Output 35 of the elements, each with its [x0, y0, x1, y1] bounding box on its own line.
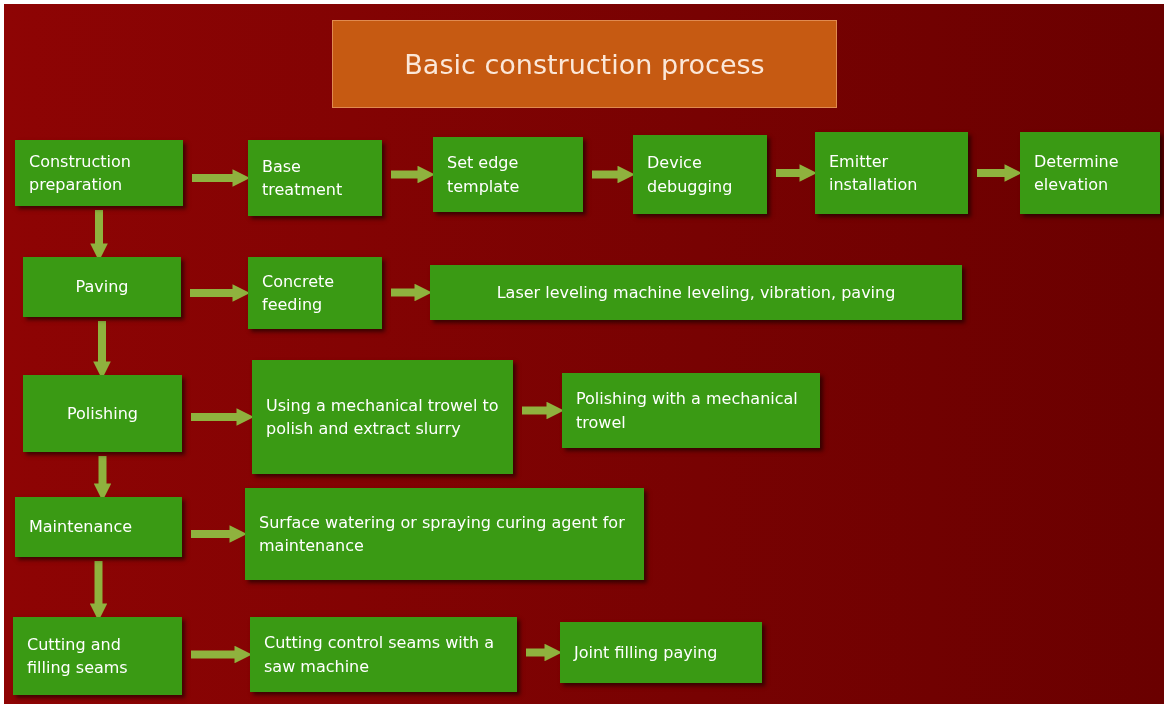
- process-box: [433, 137, 583, 212]
- box-label: Concrete feeding: [262, 270, 336, 316]
- process-box: [15, 497, 182, 557]
- process-box: [245, 488, 644, 580]
- box-label: Maintenance: [29, 516, 133, 539]
- box-label: Construction preparation: [29, 150, 132, 196]
- process-box: [13, 617, 182, 695]
- process-box: [430, 265, 962, 320]
- box-label: Cutting and filling seams: [27, 633, 129, 679]
- process-box: [15, 140, 183, 206]
- box-label: Determine elevation: [1034, 150, 1120, 196]
- process-box: [1020, 132, 1160, 214]
- process-box: [560, 622, 762, 683]
- process-box: [23, 257, 181, 317]
- box-label: Polishing: [67, 402, 138, 425]
- process-box: [252, 360, 513, 474]
- process-box: [248, 140, 382, 216]
- box-label: Emitter installation: [829, 150, 919, 196]
- process-box: [250, 617, 517, 692]
- box-label: Set edge template: [447, 152, 521, 198]
- title-banner: Basic construction process: [332, 20, 837, 108]
- box-label: Cutting control seams with a saw machine: [264, 632, 496, 678]
- process-box: [815, 132, 968, 214]
- process-box: [562, 373, 820, 448]
- process-box: [248, 257, 382, 329]
- box-label: Laser leveling machine leveling, vibration, paving: [496, 281, 896, 304]
- box-label: Base treatment: [262, 155, 344, 201]
- box-label: Surface watering or spraying curing agent for maintenance: [259, 511, 626, 557]
- process-box: [633, 135, 767, 214]
- box-label: Device debugging: [647, 152, 734, 198]
- box-label: Joint filling paying: [574, 641, 718, 664]
- box-label: Polishing with a mechanical trowel: [576, 388, 799, 434]
- box-label: Paving: [75, 276, 129, 299]
- box-label: Using a mechanical trowel to polish and extract slurry: [266, 394, 499, 440]
- process-box: [23, 375, 182, 452]
